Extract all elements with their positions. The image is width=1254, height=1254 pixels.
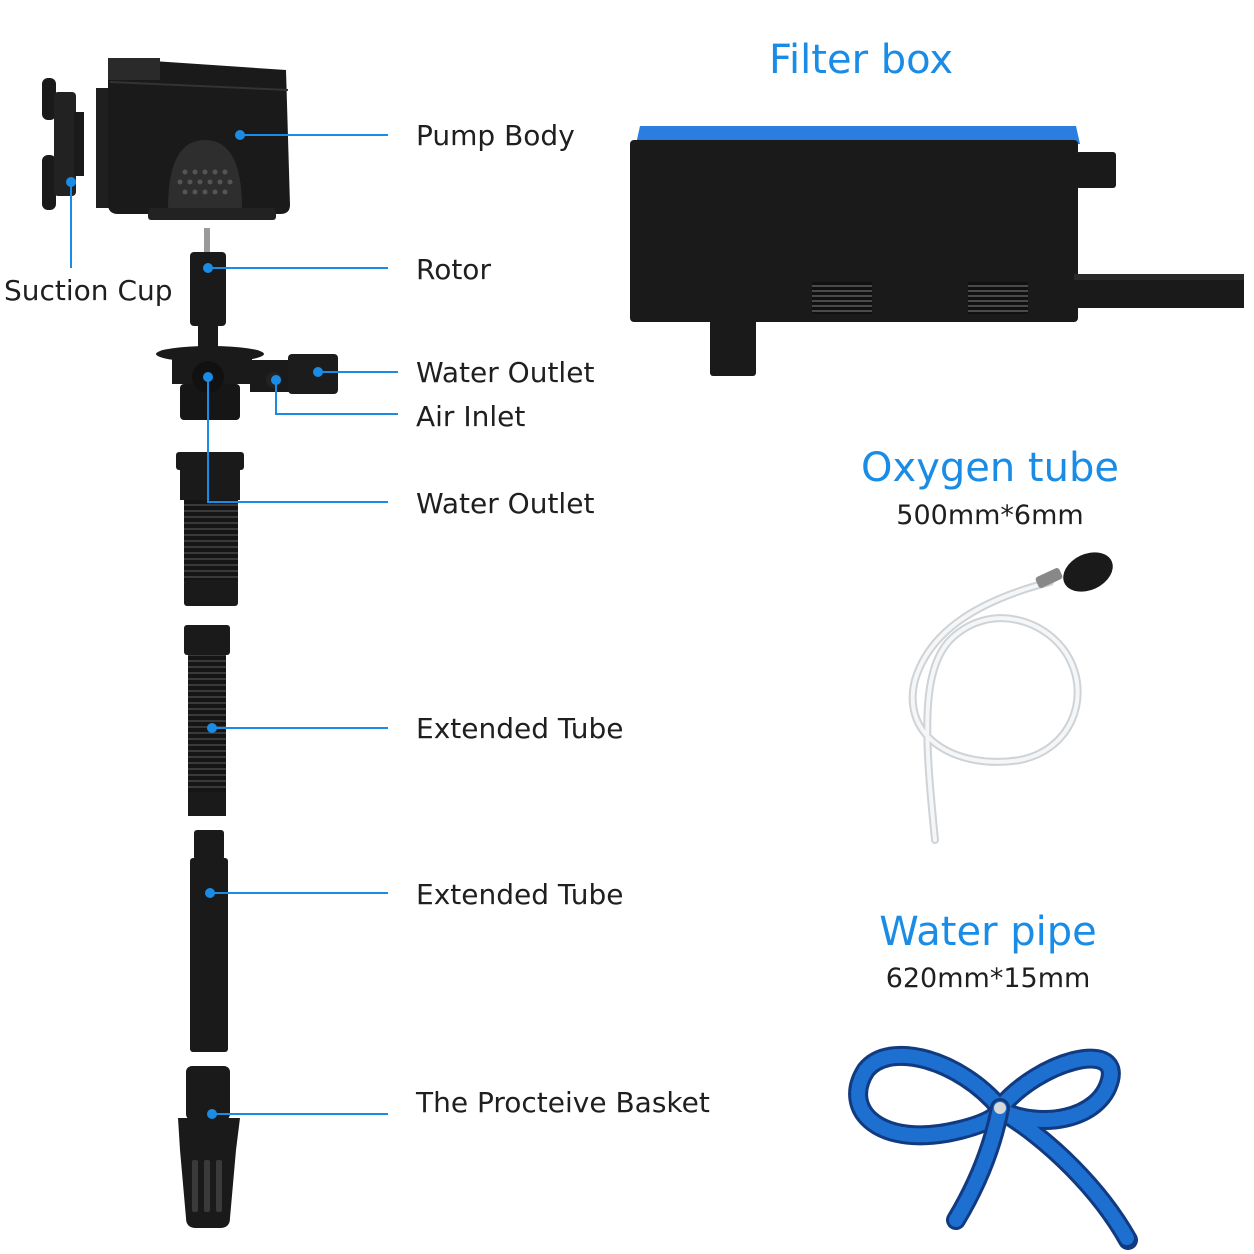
callout-dot-basket: [207, 1109, 217, 1119]
label-basket: The Procteive Basket: [416, 1086, 710, 1119]
pump-body-part: [96, 58, 290, 220]
callout-dot-rotor: [203, 263, 213, 273]
callout-dot-extended-tube-1: [207, 723, 217, 733]
oxygen-tube-part: [908, 552, 1113, 844]
label-water-outlet-top: Water Outlet: [416, 356, 595, 389]
callout-dot-air-inlet: [271, 375, 281, 385]
water-pipe-title: Water pipe: [879, 909, 1097, 955]
label-pump-body: Pump Body: [416, 119, 575, 152]
callout-dot-extended-tube-2: [205, 888, 215, 898]
callout-dot-pump-body: [235, 130, 245, 140]
filter-box-part: [630, 126, 1244, 376]
water-pipe-part: [848, 1045, 1138, 1250]
callout-dot-water-outlet-top: [313, 367, 323, 377]
oxygen-tube-title: Oxygen tube: [861, 445, 1119, 491]
label-suction-cup: Suction Cup: [4, 274, 173, 307]
extended-tube-2-part: [190, 830, 228, 1052]
filter-box-title: Filter box: [768, 37, 954, 83]
corrugated-tube-part: [176, 452, 244, 606]
suction-cup-part: [42, 78, 84, 210]
extended-tube-1-part: [184, 625, 230, 816]
label-extended-tube-1: Extended Tube: [416, 712, 624, 745]
rotor-part: [190, 228, 226, 348]
label-water-outlet-mid: Water Outlet: [416, 487, 595, 520]
label-rotor: Rotor: [416, 253, 491, 286]
callout-dot-suction-cup: [66, 177, 76, 187]
label-air-inlet: Air Inlet: [416, 400, 526, 433]
callout-lines: [70, 134, 398, 1115]
oxygen-tube-spec: 500mm*6mm: [896, 500, 1084, 531]
outlet-housing-part: [156, 346, 338, 420]
label-extended-tube-2: Extended Tube: [416, 878, 624, 911]
callout-dot-water-outlet-mid: [203, 372, 213, 382]
protective-basket-part: [178, 1066, 240, 1228]
water-pipe-spec: 620mm*15mm: [885, 963, 1091, 994]
callout-dots: [66, 130, 323, 1119]
